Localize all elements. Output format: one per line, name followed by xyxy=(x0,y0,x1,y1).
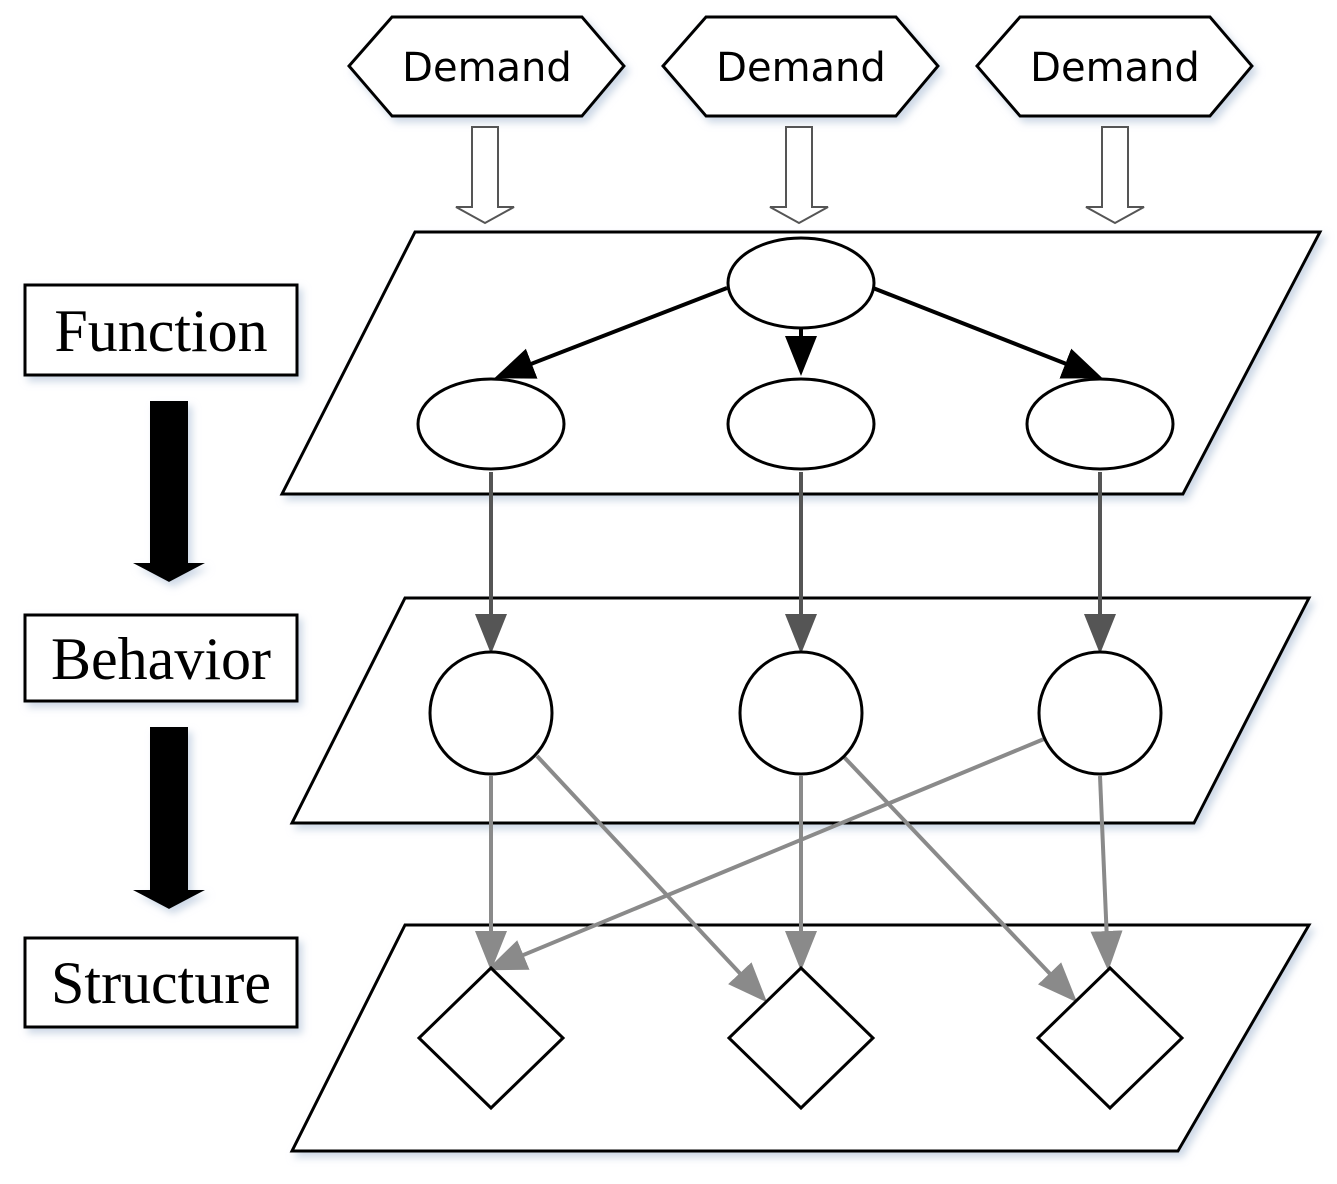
structure-node-3 xyxy=(1035,965,1185,1111)
function-node-3 xyxy=(1025,377,1175,471)
demand-input-arrow-3 xyxy=(1085,126,1145,225)
function-to-behavior-process-arrow xyxy=(133,401,205,582)
behavior-node-3 xyxy=(1037,650,1163,776)
behavior-structure-edge-2 xyxy=(535,754,768,1003)
demand-input-arrow-1 xyxy=(455,126,515,225)
function-node-2 xyxy=(726,377,876,471)
demand-node-3: Demand xyxy=(975,15,1254,118)
behavior-node-2 xyxy=(738,650,864,776)
function-label-text: Function xyxy=(54,298,267,364)
function-edge-right xyxy=(872,286,1103,379)
behavior-label-text: Behavior xyxy=(51,626,271,692)
structure-node-1 xyxy=(416,965,566,1111)
behavior-layer-label: Behavior xyxy=(23,613,299,703)
behavior-structure-edge-5 xyxy=(1090,775,1123,971)
behavior-structure-edge-4 xyxy=(841,754,1078,1003)
demand-label-2: Demand xyxy=(716,45,886,91)
demand-node-2: Demand xyxy=(661,15,940,118)
behavior-structure-edge-6 xyxy=(486,737,1045,971)
structure-node-2 xyxy=(726,965,876,1111)
function-root-node xyxy=(726,236,876,330)
function-layer-label: Function xyxy=(23,283,299,377)
demand-label-1: Demand xyxy=(402,45,572,91)
demand-label-3: Demand xyxy=(1030,45,1200,91)
structure-layer-label: Structure xyxy=(23,936,299,1029)
structure-label-text: Structure xyxy=(51,950,271,1016)
function-node-1 xyxy=(416,377,566,471)
function-edge-left xyxy=(494,286,728,379)
behavior-node-1 xyxy=(428,650,554,776)
demand-input-arrow-2 xyxy=(769,126,829,225)
behavior-to-structure-process-arrow xyxy=(133,727,205,909)
demand-node-1: Demand xyxy=(347,15,626,118)
